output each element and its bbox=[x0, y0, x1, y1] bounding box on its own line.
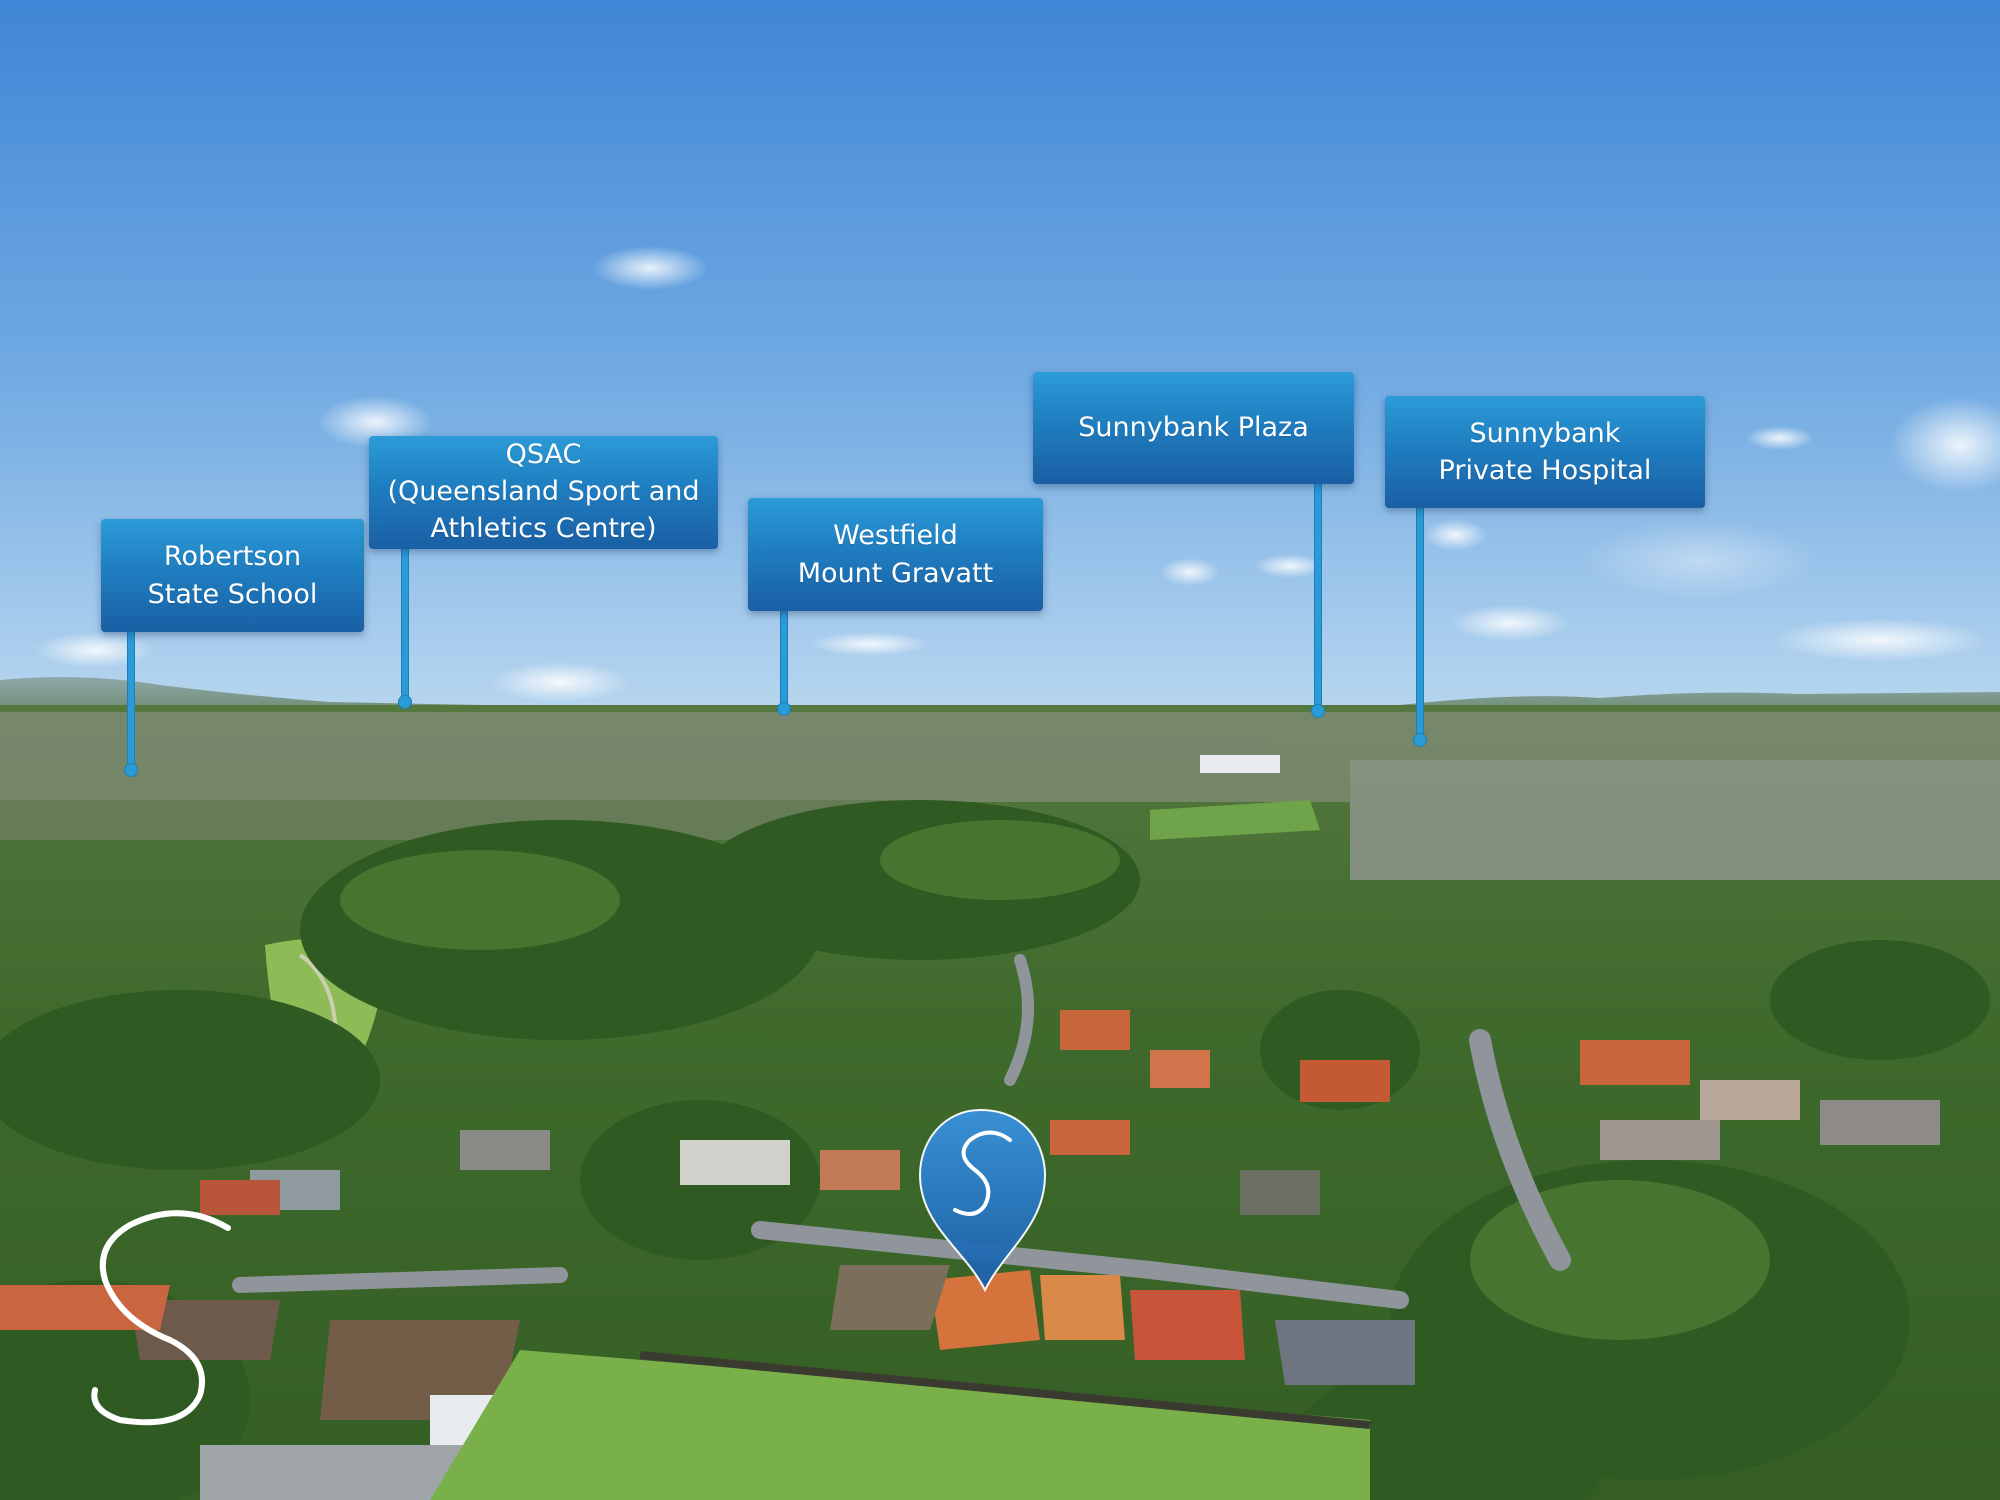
callout-label: Sunnybank Plaza bbox=[1078, 412, 1309, 444]
callout-westfield-mount-gravatt: Westfield Mount Gravatt bbox=[748, 498, 1043, 611]
callout-label: QSAC (Queensland Sport and Athletics Cen… bbox=[387, 439, 700, 544]
upper-oval bbox=[1150, 800, 1320, 840]
houses bbox=[0, 755, 1940, 1500]
location-marker bbox=[918, 1108, 1047, 1293]
clouds bbox=[35, 246, 2000, 702]
robertson-dot bbox=[124, 763, 138, 777]
callout-label: Robertson State School bbox=[147, 541, 318, 610]
callout-sunnybank-plaza: Sunnybank Plaza bbox=[1033, 372, 1354, 484]
callout-sunnybank-private-hospital: Sunnybank Private Hospital bbox=[1385, 396, 1705, 508]
brand-logo bbox=[91, 1210, 231, 1426]
robertson-stem bbox=[127, 630, 135, 770]
qsac-stem bbox=[401, 545, 409, 700]
callout-qsac: QSAC (Queensland Sport and Athletics Cen… bbox=[369, 436, 718, 549]
plaza-dot bbox=[1311, 704, 1325, 718]
hospital-dot bbox=[1413, 733, 1427, 747]
callout-robertson-state-school: Robertson State School bbox=[101, 519, 364, 632]
westfield-dot bbox=[777, 702, 791, 716]
westfield-stem bbox=[780, 608, 788, 708]
sports-field bbox=[430, 1350, 1370, 1500]
callout-label: Sunnybank Private Hospital bbox=[1438, 417, 1652, 486]
qsac-dot bbox=[398, 695, 412, 709]
plaza-stem bbox=[1314, 482, 1322, 710]
hospital-stem bbox=[1416, 506, 1424, 740]
callout-label: Westfield Mount Gravatt bbox=[797, 520, 994, 589]
